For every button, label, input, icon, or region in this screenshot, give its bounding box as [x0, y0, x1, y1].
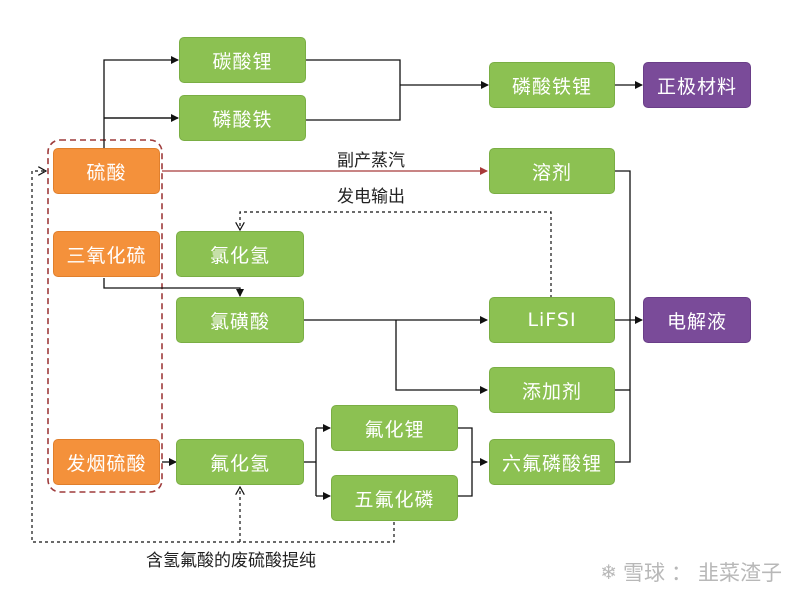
node-solvent: 溶剂	[489, 148, 615, 194]
watermark: ❄ 雪球 ： 韭菜渣子	[600, 557, 782, 587]
node-lipf6: 六氟磷酸锂	[489, 439, 615, 485]
node-lifsi: LiFSI	[489, 297, 615, 343]
node-sulfuric-acid: 硫酸	[53, 148, 160, 194]
node-lithium-carbonate: 碳酸锂	[179, 37, 306, 83]
waste-acid-dashed-loop	[31, 171, 395, 543]
label-steam-byproduct: 副产蒸汽	[337, 151, 405, 171]
node-chlorosulfonic-acid: 氯磺酸	[176, 297, 304, 343]
chlorosulfonic-lines	[304, 316, 488, 394]
top-branch-lines	[103, 56, 643, 148]
node-lithium-fluoride: 氟化锂	[331, 405, 458, 451]
raw-material-group-box	[47, 139, 163, 493]
so3-to-chlorosulfonic	[103, 278, 244, 297]
node-iron-phosphate: 磷酸铁	[179, 95, 306, 141]
hcl-recycle-dashed	[240, 211, 552, 298]
label-waste-acid-purification: 含氢氟酸的废硫酸提纯	[146, 551, 316, 571]
hf-branch-lines	[162, 424, 488, 500]
electrolyte-merge-lines	[615, 170, 643, 463]
node-hydrogen-chloride: 氯化氢	[176, 231, 304, 277]
node-sulfur-trioxide: 三氧化硫	[53, 231, 160, 277]
node-oleum: 发烟硫酸	[53, 439, 160, 485]
snowball-logo-icon: ❄	[600, 560, 617, 584]
watermark-separator: ：	[671, 561, 692, 585]
label-power-output: 发电输出	[337, 187, 405, 207]
watermark-site: 雪球	[623, 561, 665, 585]
watermark-author: 韭菜渣子	[698, 561, 782, 585]
node-cathode: 正极材料	[643, 62, 751, 108]
node-additive: 添加剂	[489, 367, 615, 413]
node-hydrogen-fluoride: 氟化氢	[176, 439, 304, 485]
node-lfp: 磷酸铁锂	[489, 62, 615, 108]
node-phosphorus-pentafluoride: 五氟化磷	[331, 475, 458, 521]
node-electrolyte: 电解液	[643, 297, 751, 343]
